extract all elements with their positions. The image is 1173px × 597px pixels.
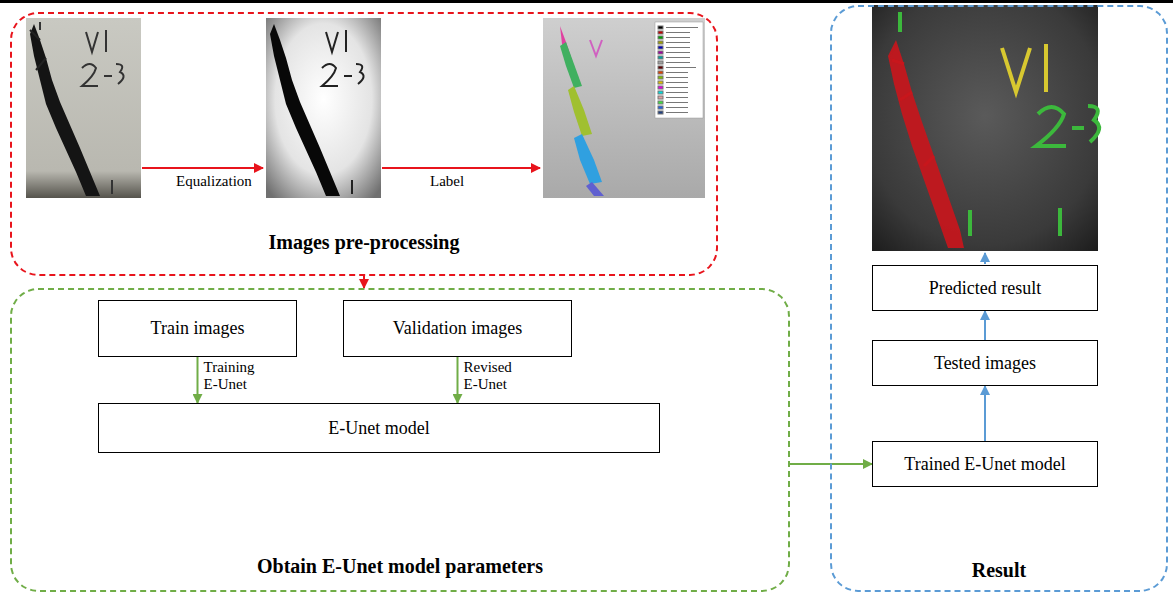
flow-arrow [984, 386, 986, 441]
process-box: Train images [98, 300, 297, 357]
process-box: Predicted result [872, 265, 1098, 311]
process-box: Tested images [872, 340, 1098, 386]
box-label: Trained E-Unet model [904, 454, 1065, 475]
raw-photo [26, 18, 141, 198]
box-label: Tested images [934, 353, 1036, 374]
predicted-photo [872, 5, 1099, 251]
flow-arrow [984, 311, 986, 340]
process-box: Validation images [343, 300, 572, 357]
group-title: Obtain E-Unet model parameters [12, 555, 788, 578]
box-label: Validation images [393, 318, 522, 339]
box-label: Train images [151, 318, 245, 339]
model-box: E-Unet model [98, 403, 660, 453]
preprocessing-group: Images pre-processing [10, 12, 718, 276]
result-group: Result Predicted resultTested imagesTrain… [830, 5, 1168, 592]
step-label: Label [430, 173, 464, 190]
equalized-photo [266, 18, 381, 198]
arrow-label: Training E-Unet [204, 359, 270, 392]
flow-arrow [363, 276, 365, 288]
result-arrow [984, 253, 986, 264]
group-title: Images pre-processing [12, 231, 716, 254]
box-label: E-Unet model [328, 418, 429, 439]
process-arrow [382, 167, 540, 169]
box-label: Predicted result [929, 278, 1041, 299]
flow-arrow [197, 357, 199, 403]
top-rule [0, 0, 1173, 3]
group-title: Result [832, 559, 1166, 582]
arrow-label: Revised E-Unet [464, 359, 530, 392]
model-box: Trained E-Unet model [872, 441, 1098, 487]
training-group: Obtain E-Unet model parameters Train imag… [10, 288, 790, 592]
labelled-photo [543, 18, 705, 198]
flow-arrow [457, 357, 459, 403]
process-arrow [142, 167, 263, 169]
step-label: Equalization [176, 173, 252, 190]
